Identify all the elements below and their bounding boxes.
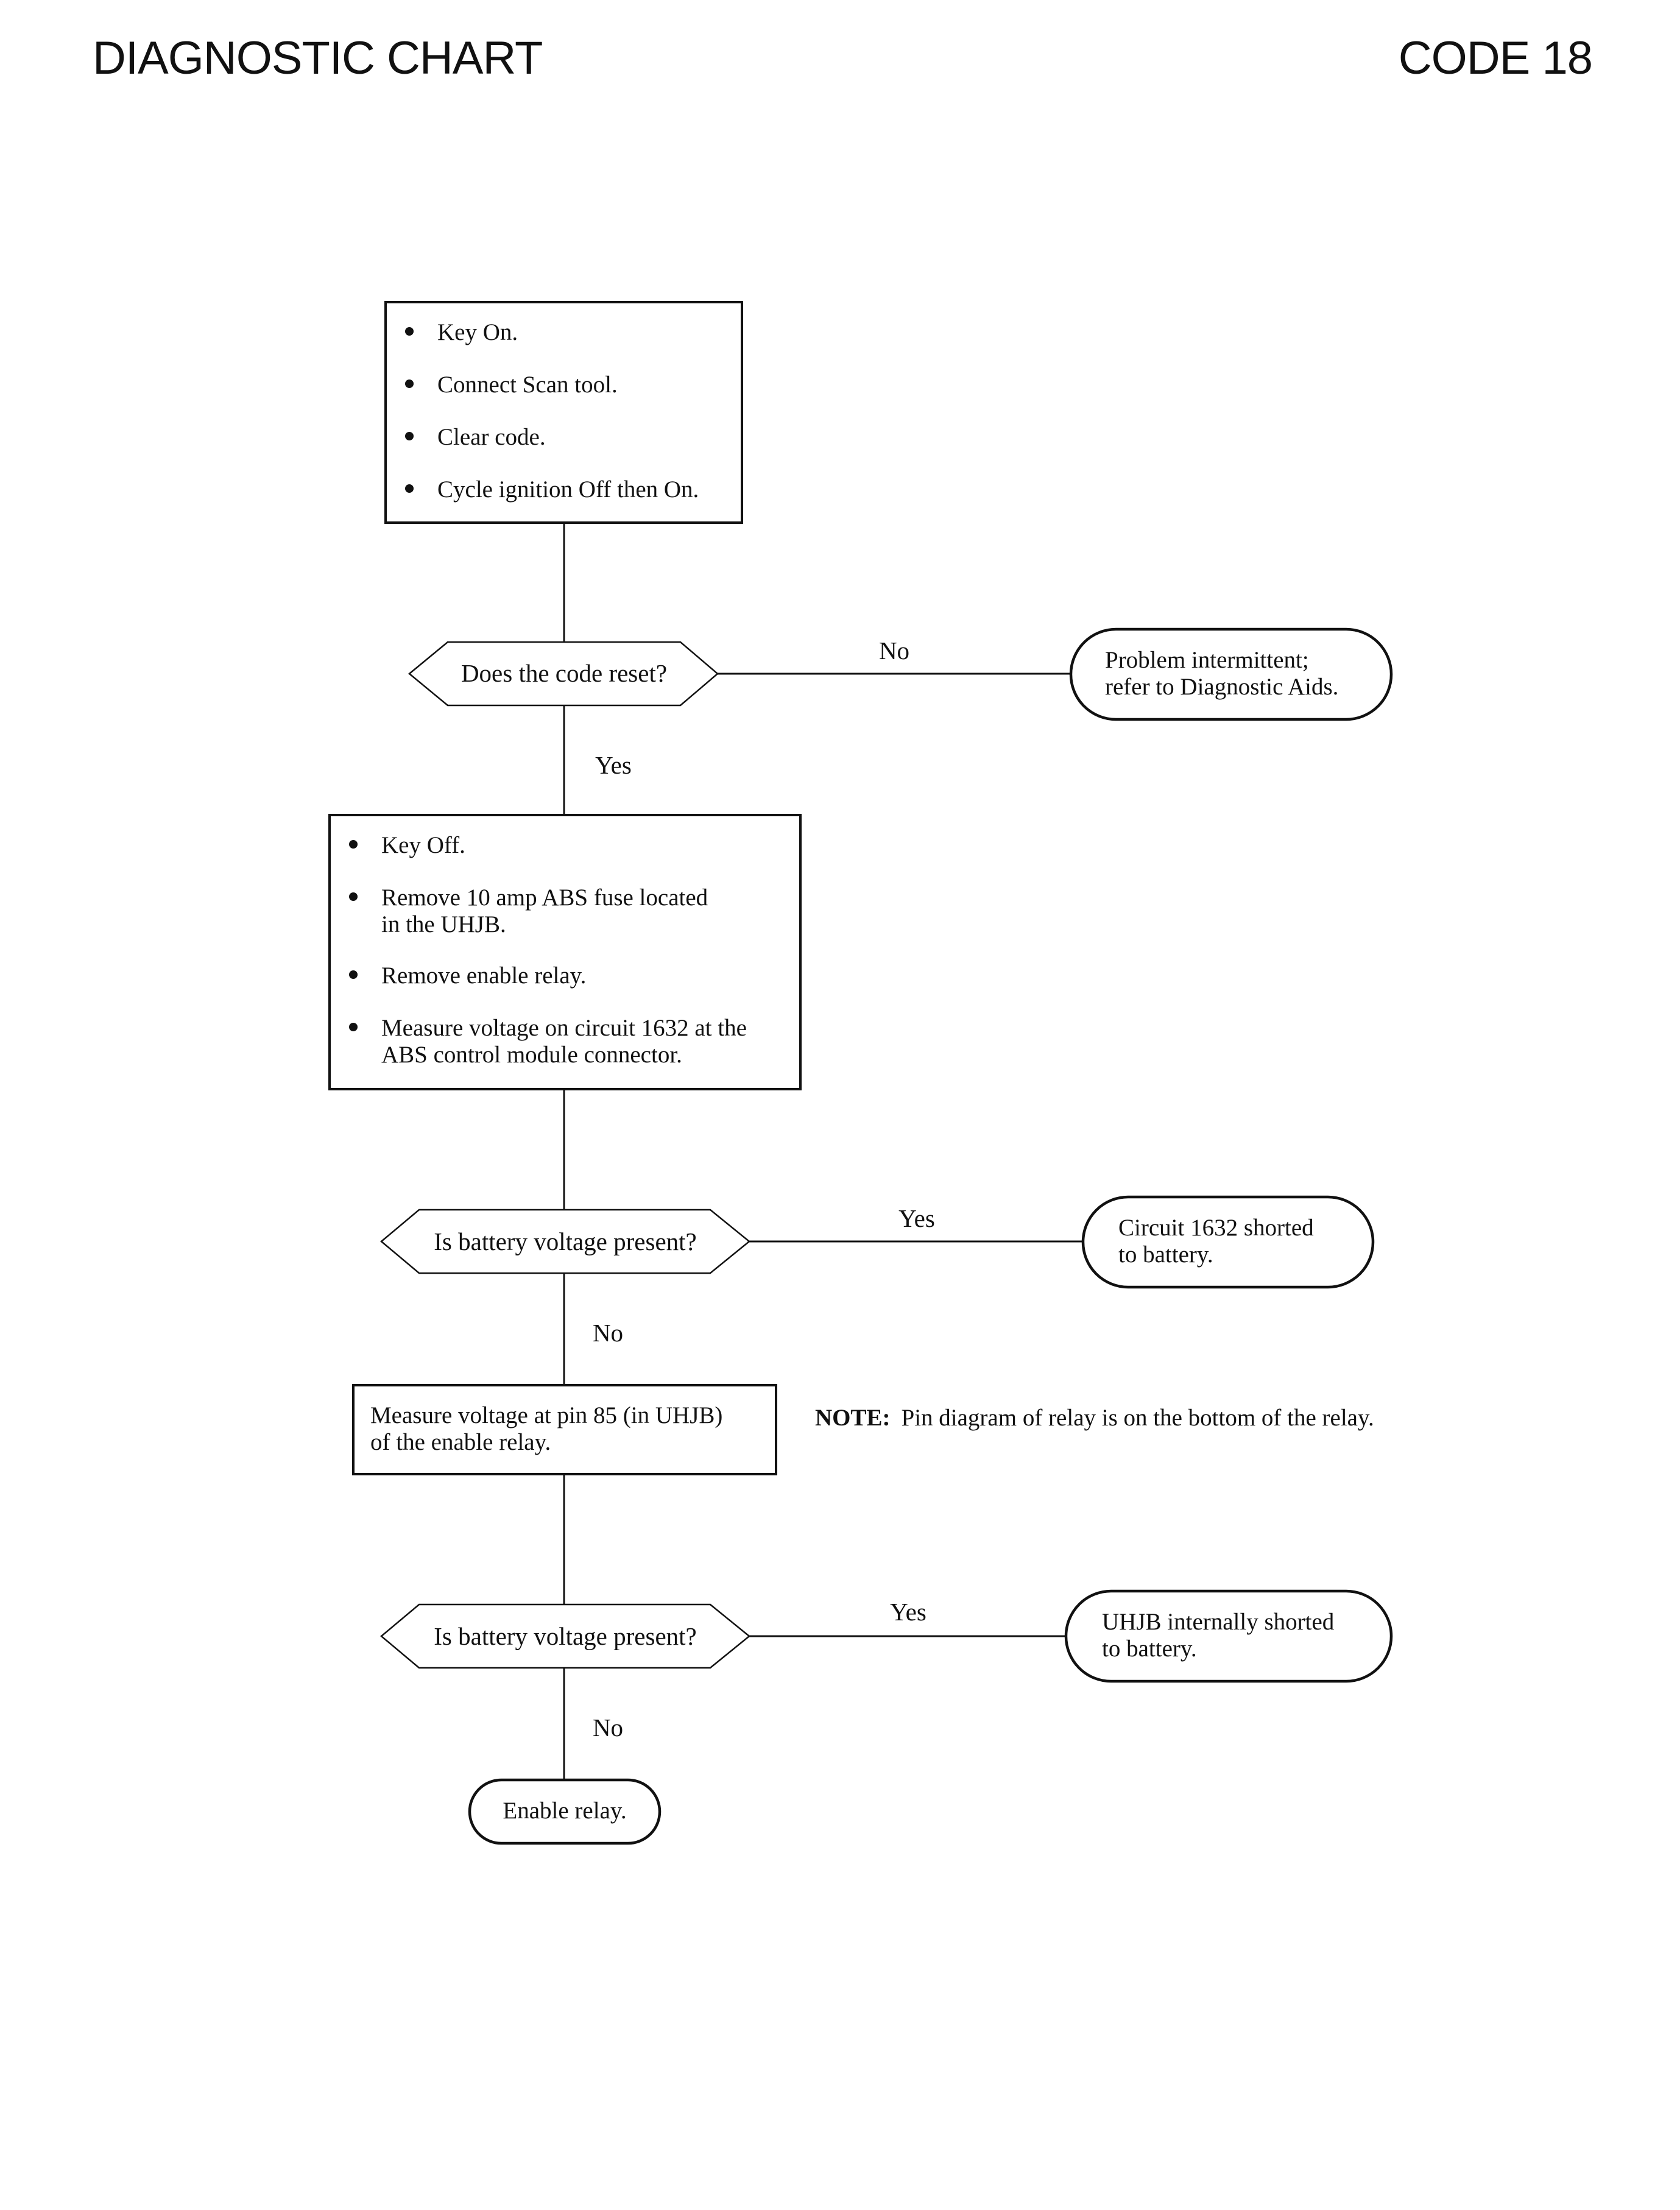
bullet-dot <box>349 840 358 849</box>
step1-item: Clear code. <box>437 424 546 450</box>
step2-item-cont: ABS control module connector. <box>381 1042 682 1068</box>
decision1-diamond: Does the code reset? <box>408 641 719 707</box>
step2-item: Measure voltage on circuit 1632 at the <box>381 1015 747 1041</box>
bullet-dot <box>405 484 414 493</box>
note-label: NOTE: <box>815 1405 891 1431</box>
bullet-dot <box>405 432 414 440</box>
bullet-dot <box>349 970 358 979</box>
end-enable-relay: Enable relay. <box>468 1778 662 1845</box>
step2-item: Key Off. <box>381 832 465 858</box>
decision1-yes-label: Yes <box>595 751 632 779</box>
code-number: CODE 18 <box>1398 32 1593 84</box>
decision2-diamond: Is battery voltage present? <box>380 1209 750 1274</box>
result-line: Circuit 1632 shorted <box>1118 1215 1314 1241</box>
bullet-dot <box>349 1023 358 1031</box>
decision3-no-label: No <box>593 1714 623 1742</box>
step2-item: Remove 10 amp ABS fuse located <box>381 884 708 911</box>
end-text: Enable relay. <box>503 1798 626 1824</box>
page-title: DIAGNOSTIC CHART <box>93 32 543 84</box>
decision1-no-label: No <box>879 637 909 665</box>
result-problem-intermittent: Problem intermittent; refer to Diagnosti… <box>1069 627 1393 721</box>
step3-line: Measure voltage at pin 85 (in UHJB) <box>370 1402 722 1428</box>
step2-item-cont: in the UHJB. <box>381 911 506 937</box>
step1-box: Key On. Connect Scan tool. Clear code. C… <box>384 301 743 524</box>
bullet-dot <box>349 892 358 901</box>
note: NOTE: Pin diagram of relay is on the bott… <box>815 1405 1374 1431</box>
result-line: to battery. <box>1118 1241 1213 1268</box>
step2-item: Remove enable relay. <box>381 962 586 989</box>
decision2-question: Is battery voltage present? <box>434 1227 696 1255</box>
result-circuit-shorted: Circuit 1632 shorted to battery. <box>1081 1195 1375 1289</box>
step3-box: Measure voltage at pin 85 (in UHJB) of t… <box>352 1384 777 1475</box>
note-text: Pin diagram of relay is on the bottom of… <box>902 1405 1374 1431</box>
step1-item: Key On. <box>437 319 518 345</box>
result-line: Problem intermittent; <box>1105 647 1309 673</box>
bullet-dot <box>405 380 414 388</box>
result-line: UHJB internally shorted <box>1102 1609 1335 1635</box>
decision3-diamond: Is battery voltage present? <box>380 1603 750 1669</box>
step2-box: Key Off. Remove 10 amp ABS fuse located … <box>328 814 802 1090</box>
step1-item: Connect Scan tool. <box>437 372 618 398</box>
result-uhjb-shorted: UHJB internally shorted to battery. <box>1064 1589 1393 1683</box>
step1-item: Cycle ignition Off then On. <box>437 476 699 503</box>
result-line: to battery. <box>1102 1636 1197 1662</box>
connector-lines <box>563 523 1083 1780</box>
decision1-question: Does the code reset? <box>461 659 667 687</box>
decision3-question: Is battery voltage present? <box>434 1622 696 1650</box>
decision2-yes-label: Yes <box>898 1204 935 1232</box>
result-line: refer to Diagnostic Aids. <box>1105 674 1338 700</box>
step3-line: of the enable relay. <box>370 1429 551 1455</box>
decision3-yes-label: Yes <box>890 1598 926 1626</box>
decision2-no-label: No <box>593 1319 623 1347</box>
bullet-dot <box>405 327 414 336</box>
